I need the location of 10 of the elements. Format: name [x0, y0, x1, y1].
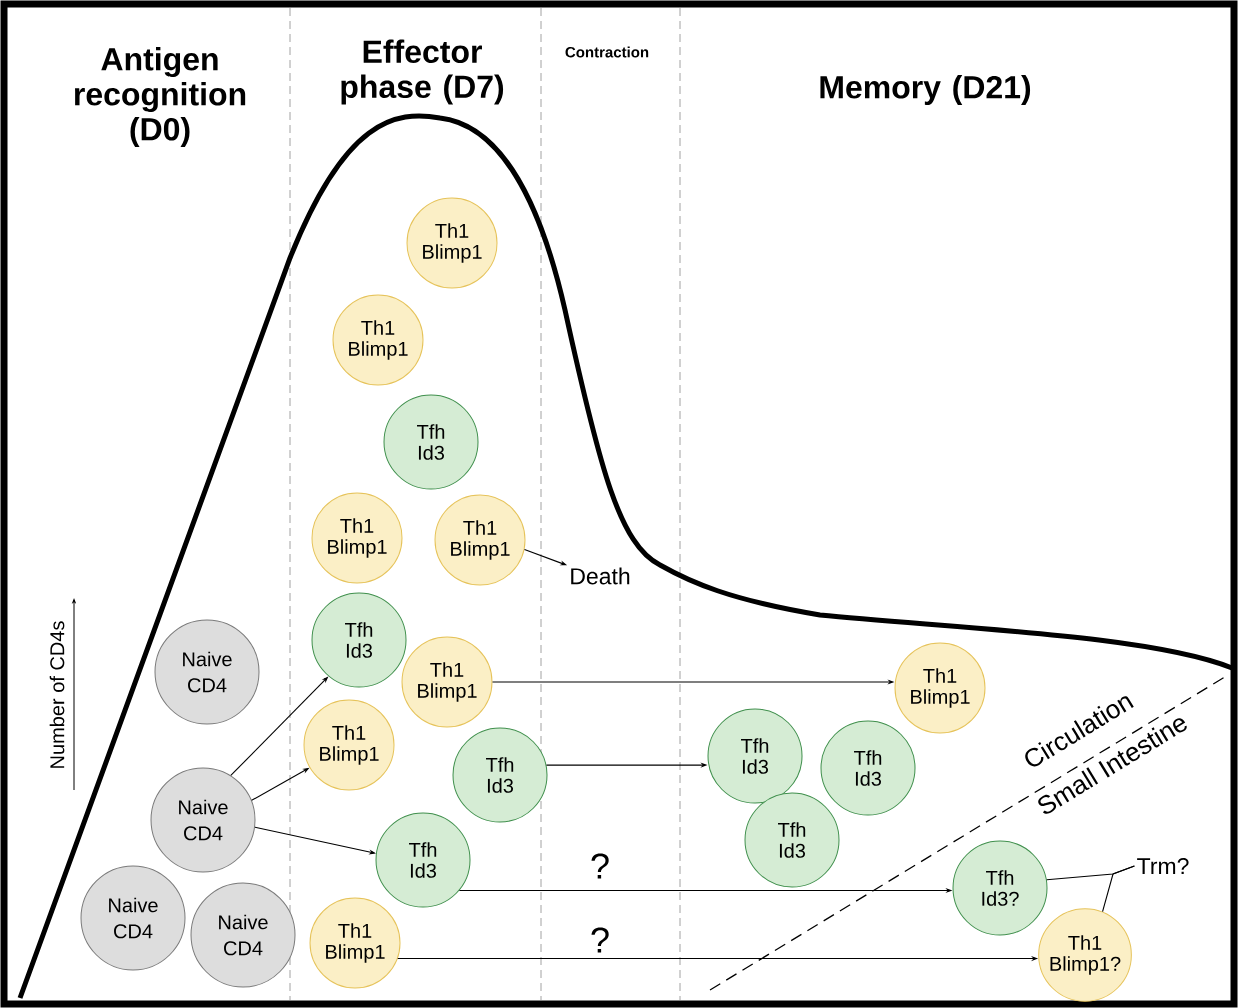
axis-label: Number of CD4s: [49, 621, 65, 768]
phase-heading: Memory (D21): [820, 75, 1031, 105]
phase-heading: Contraction: [565, 46, 649, 58]
question-mark: ?: [591, 853, 609, 879]
connector-line: [1102, 865, 1135, 913]
phase-heading: Effector phase (D7): [341, 39, 504, 105]
question-mark: ?: [591, 927, 609, 953]
outcome-text: Death: [571, 567, 630, 585]
outcome-text: Trm?: [1137, 857, 1189, 875]
phase-heading: Antigen recognition (D0): [75, 47, 246, 147]
